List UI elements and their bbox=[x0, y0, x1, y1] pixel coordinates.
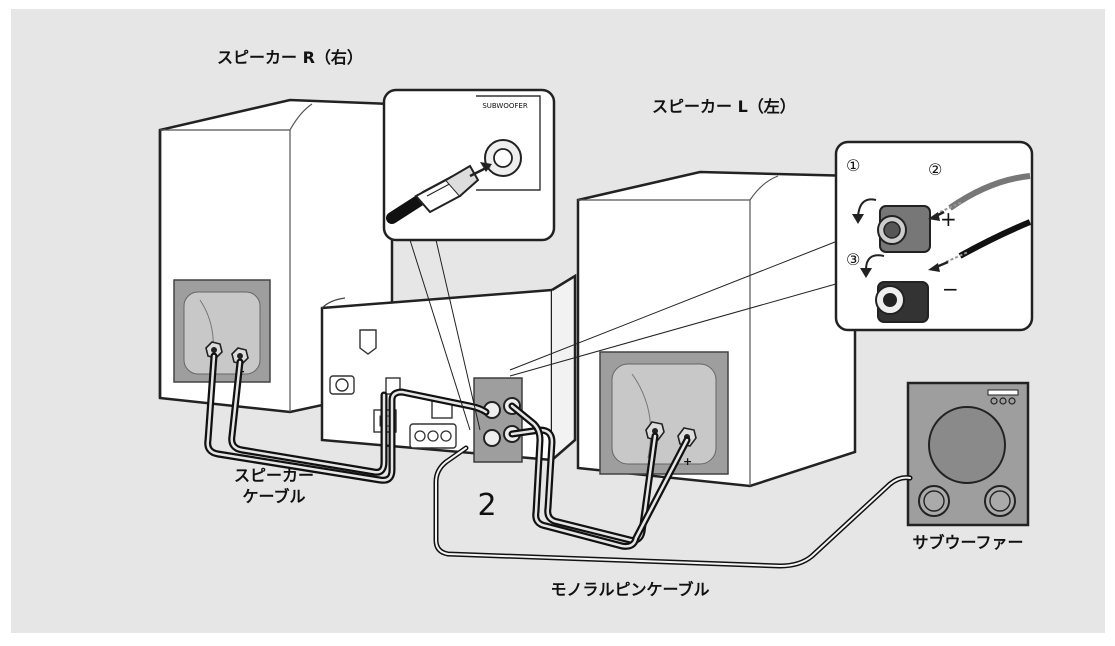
left-plus-mark: + bbox=[683, 455, 692, 468]
step-3-marker: ③ bbox=[846, 250, 860, 269]
amplifier-unit-icon bbox=[320, 273, 577, 463]
speaker-cable-left bbox=[508, 402, 691, 550]
step-number: 2 bbox=[477, 488, 497, 523]
inset-subwoofer-jack: SUBWOOFER bbox=[382, 88, 556, 242]
minus-terminal-mark: − bbox=[942, 277, 959, 301]
speaker-left-label: スピーカー L（左） bbox=[652, 97, 796, 116]
mono-pin-cable-label: モノラルピンケーブル bbox=[550, 580, 710, 599]
subwoofer-jack-label: SUBWOOFER bbox=[482, 102, 528, 110]
speaker-cable-label-line2: ケーブル bbox=[242, 487, 306, 506]
speaker-terminal-icon bbox=[205, 341, 249, 365]
mono-pin-cable-line bbox=[433, 445, 913, 569]
step-2-marker: ② bbox=[928, 160, 942, 179]
speaker-right-label: スピーカー R（右） bbox=[217, 48, 363, 67]
speaker-left-icon: + bbox=[576, 170, 857, 488]
subwoofer-icon bbox=[906, 381, 1030, 527]
speaker-cable-label-line1: スピーカー bbox=[233, 466, 314, 485]
speaker-terminal-icon bbox=[875, 205, 931, 323]
inset-speaker-terminal: ① ② ③ + − bbox=[834, 140, 1034, 332]
speaker-cable-right bbox=[204, 352, 490, 484]
step-1-marker: ① bbox=[846, 156, 860, 175]
plus-terminal-mark: + bbox=[940, 207, 957, 231]
rca-plug-icon bbox=[386, 164, 480, 224]
subwoofer-label: サブウーファー bbox=[912, 533, 1024, 552]
callout-lines bbox=[409, 239, 851, 431]
